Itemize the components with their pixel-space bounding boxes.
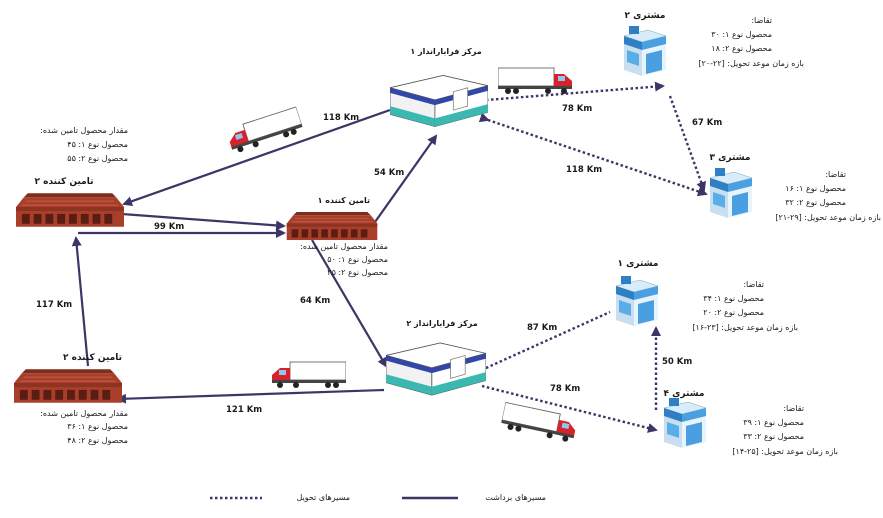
customer-4-demand-title: تقاضا:: [783, 404, 804, 413]
supplier-2-line-1: محصول نوع ۱: ۴۵: [67, 140, 128, 149]
customer-1-store-icon: [615, 276, 659, 327]
supplier-1-supply-title: مقدار محصول تامین شده:: [300, 242, 388, 251]
supplier-1-line-2: محصول نوع ۲: ۲۵: [327, 268, 388, 277]
distance-s1-c1: 54 Km: [374, 168, 405, 178]
supplier-3-supply-title: مقدار محصول تامین شده:: [40, 409, 128, 418]
legend-delivery-label: مسیرهای تحویل: [296, 493, 350, 502]
customer-2-line-2: محصول نوع ۲: ۱۸: [711, 44, 772, 53]
truck-icon-s2: [225, 106, 305, 155]
customer-2-title: مشتری ۲: [624, 11, 666, 21]
distance-c2-cu4: 78 Km: [550, 384, 581, 394]
truck-icon-c2: [271, 361, 346, 389]
supplier-1-line-1: محصول نوع ۱: ۵۰: [327, 255, 388, 264]
customer-4-line-2: محصول نوع ۲: ۳۳: [743, 432, 804, 441]
distance-c1-cu3: 118 Km: [566, 165, 603, 175]
distance-c1-cu2: 78 Km: [562, 104, 593, 114]
customer-2-window: بازه زمان موعد تحویل: [۲۲-۲۰]: [698, 59, 804, 68]
route-s2-s1: [121, 212, 286, 231]
legend-pickup-label: مسیرهای برداشت: [485, 493, 546, 502]
customer-1-demand-title: تقاضا:: [743, 280, 764, 289]
distance-c2-cu1: 87 Km: [527, 323, 558, 333]
supplier-3-title: تامین کننده ۲: [63, 353, 122, 363]
customer-3-window: بازه زمان موعد تحویل: [۲۹-۲۱]: [775, 213, 881, 222]
customer-4-line-1: محصول نوع ۱: ۳۹: [743, 418, 804, 427]
center-1-title: مرکز فرابارانداز ۱: [410, 47, 482, 56]
distance-s1-c2: 64 Km: [300, 296, 331, 306]
distance-cu1-cu4: 50 Km: [662, 357, 693, 367]
center-2-title: مرکز فرابارانداز ۲: [406, 319, 478, 328]
customer-4-store-icon: [663, 398, 707, 449]
customer-4-window: بازه زمان موعد تحویل: [۲۵-۱۴]: [732, 447, 838, 456]
supplier-2-line-2: محصول نوع ۲: ۵۵: [67, 154, 128, 163]
center-2-warehouse-icon: [386, 342, 486, 396]
customer-2-demand-title: تقاضا:: [751, 16, 772, 25]
supplier-3-line-2: محصول نوع ۲: ۴۸: [67, 436, 128, 445]
route-s1-c2: [311, 239, 388, 368]
customer-1-line-2: محصول نوع ۲: ۲۰: [703, 308, 764, 317]
customer-3-demand-title: تقاضا:: [825, 170, 846, 179]
supplier-1-title: تامین کننده ۱: [317, 196, 370, 205]
route-cu2-cu3: [668, 95, 706, 192]
customer-4-title: مشتری ۴: [663, 389, 705, 399]
customer-3-line-2: محصول نوع ۲: ۳۲: [785, 198, 846, 207]
route-s3-s2: [71, 236, 90, 367]
route-c1-cu3: [478, 112, 708, 197]
distance-s2-s1: 99 Km: [154, 222, 185, 232]
customer-1-title: مشتری ۱: [617, 259, 659, 269]
supplier-2-factory-icon: [16, 192, 124, 228]
route-c2-s3: [116, 388, 385, 404]
supplier-3-factory-icon: [14, 368, 122, 404]
supplier-2-title: تامین کننده ۲: [34, 177, 94, 187]
distance-c2-s3: 121 Km: [226, 405, 263, 415]
customer-2-store-icon: [623, 26, 667, 77]
truck-icon-c1: [498, 67, 573, 95]
distance-s2-c1: 118 Km: [323, 113, 360, 123]
distance-s3-s2: 117 Km: [36, 300, 73, 310]
route-s2-c1: [122, 108, 391, 207]
supplier-1-factory-icon: [286, 212, 378, 240]
supplier-2-supply-title: مقدار محصول تامین شده:: [40, 126, 128, 135]
customer-2-line-1: محصول نوع ۱: ۳۰: [711, 30, 772, 39]
distance-cu2-cu3: 67 Km: [692, 118, 723, 128]
customer-3-line-1: محصول نوع ۱: ۱۶: [785, 184, 846, 193]
route-s1-c1: [374, 134, 438, 223]
supplier-3-line-1: محصول نوع ۱: ۳۶: [67, 422, 128, 431]
center-1-warehouse-icon: [390, 74, 488, 128]
customer-1-line-1: محصول نوع ۱: ۳۴: [703, 294, 764, 303]
customer-3-title: مشتری ۳: [709, 153, 751, 163]
customer-3-store-icon: [709, 168, 753, 219]
customer-1-window: بازه زمان موعد تحویل: [۲۳-۱۶]: [692, 323, 798, 332]
route-c2-cu1: [476, 310, 611, 376]
